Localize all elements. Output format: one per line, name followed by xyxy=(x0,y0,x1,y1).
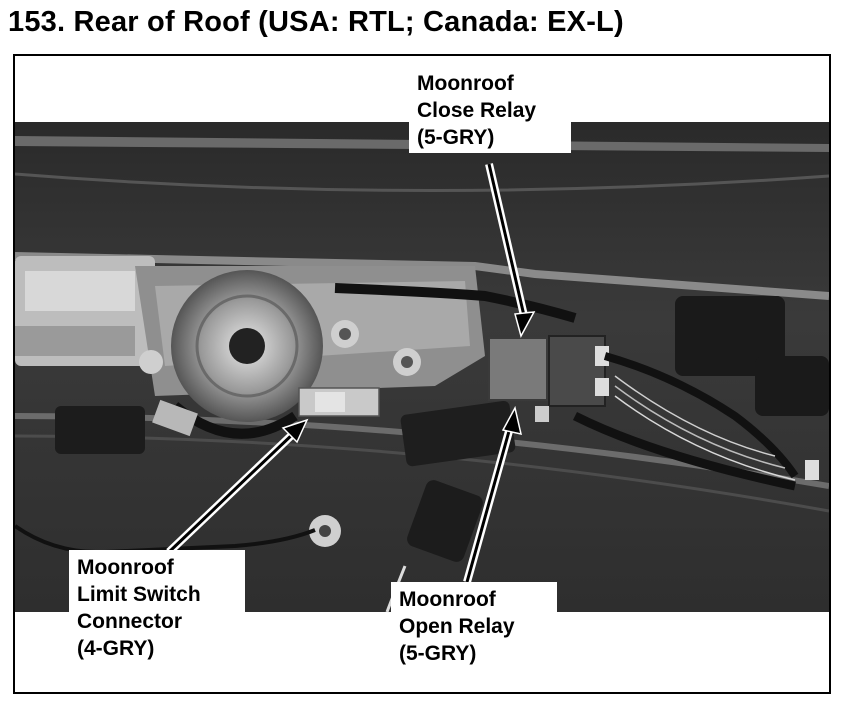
close-relay xyxy=(488,337,548,401)
callout-close-relay-line2: Close Relay xyxy=(417,99,537,122)
callout-close-relay-line3: (5-GRY) xyxy=(417,126,495,149)
callout-arrows xyxy=(166,163,536,584)
callout-close-relay: Moonroof Close Relay (5-GRY) xyxy=(409,66,571,153)
callout-limit-switch-line3: Connector xyxy=(77,610,182,633)
callout-open-relay-line3: (5-GRY) xyxy=(399,642,477,665)
photo-frame: Moonroof Close Relay (5-GRY) Moonroof Li… xyxy=(13,54,831,694)
callout-close-relay-line1: Moonroof xyxy=(417,72,514,95)
callout-open-relay-line2: Open Relay xyxy=(399,615,515,638)
callout-limit-switch-line4: (4-GRY) xyxy=(77,637,155,660)
callout-limit-switch-line1: Moonroof xyxy=(77,556,174,579)
callout-open-relay: Moonroof Open Relay (5-GRY) xyxy=(391,582,557,669)
page-title: 153. Rear of Roof (USA: RTL; Canada: EX-… xyxy=(8,6,624,38)
roof-photo xyxy=(15,56,829,692)
callout-open-relay-line1: Moonroof xyxy=(399,588,496,611)
callout-limit-switch: Moonroof Limit Switch Connector (4-GRY) xyxy=(69,550,245,664)
callout-limit-switch-line2: Limit Switch xyxy=(77,583,201,606)
